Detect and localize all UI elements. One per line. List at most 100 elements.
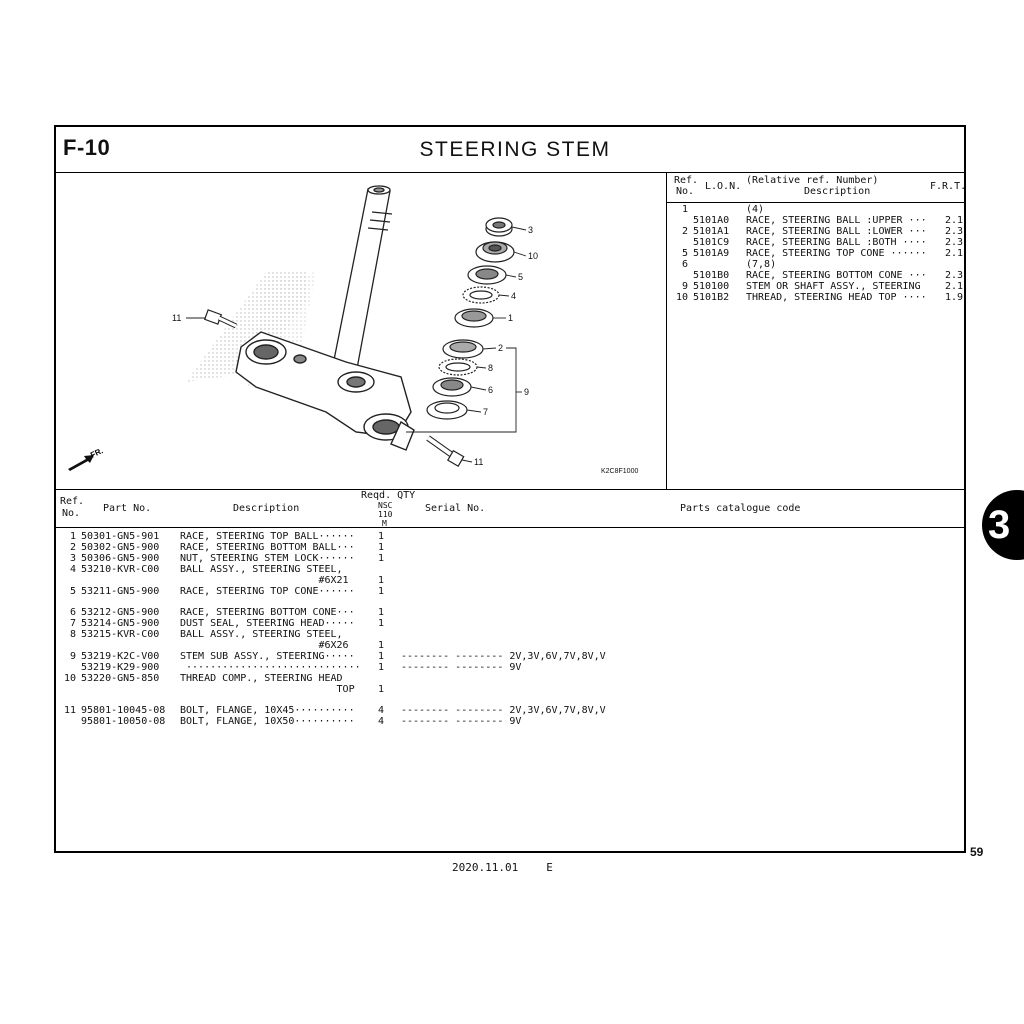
parts-cell-ref: 3	[69, 552, 76, 564]
ref-cell-ref: 9	[681, 281, 688, 292]
reference-table-header: Ref. No. L.O.N. (Relative ref. Number) D…	[667, 172, 966, 203]
ref-cell-lon: 5101C9	[693, 237, 730, 248]
parts-cell-qty: 1	[378, 618, 385, 630]
ref-col-label: Ref.	[674, 175, 699, 186]
steering-stem-drawing: FR. 3 10 5 4 1 2 8 6 9 7 11 11 K2C8F1000	[68, 185, 638, 475]
front-direction-arrow	[68, 455, 94, 471]
parts-cell-qty: 1	[378, 585, 385, 597]
callout-2: 2	[498, 343, 503, 353]
callout-10: 10	[528, 251, 538, 261]
parts-cell-qty: 1	[378, 683, 385, 695]
parts-cell-part: 50301-GN5-901	[81, 531, 160, 542]
parts-cell-desc: RACE, STEERING BOTTOM CONE···	[180, 607, 355, 619]
bottom-bridge	[235, 331, 415, 451]
ref-cell-frt: 2.3	[944, 237, 963, 248]
parts-cell-serial: -------- -------- 2V,3V,6V,7V,8V,V	[401, 650, 606, 662]
front-direction-label: FR.	[89, 446, 104, 460]
parts-cell-ref: 5	[69, 585, 76, 597]
parts-cell-part: 53220-GN5-850	[81, 672, 160, 684]
ref-cell-ref: 2	[681, 226, 688, 237]
parts-cell-ref: 2	[69, 541, 76, 553]
parts-cell-desc: THREAD COMP., STEERING HEAD	[180, 672, 343, 684]
catalogue-page-frame: F-10 STEERING STEM	[54, 125, 966, 853]
ref-cell-frt: 2.1	[944, 281, 963, 292]
parts-cell-qty: 1	[378, 541, 385, 553]
ref-cell-lon: 5101B2	[693, 292, 730, 303]
callout-5: 5	[518, 272, 523, 282]
parts-cell-qty: 1	[378, 574, 385, 586]
bolt-lower	[426, 435, 465, 468]
ref-cell-desc: RACE, STEERING BALL :UPPER ···	[746, 215, 927, 226]
leader-lines	[186, 226, 527, 463]
parts-cell-part: 53219-K2C-V00	[81, 650, 160, 662]
ref-cell-frt: 2.3	[944, 226, 963, 237]
callout-numbers: 3 10 5 4 1 2 8 6 9 7 11 11	[172, 225, 538, 467]
parts-cell-qty: 1	[378, 607, 385, 619]
parts-cell-ref: 10	[63, 672, 76, 684]
lon-col-label: L.O.N.	[705, 181, 742, 192]
relative-ref-label: (Relative ref. Number)	[746, 175, 879, 186]
model-label-2: 110	[378, 510, 393, 519]
parts-cell-desc: BALL ASSY., STEERING STEEL,	[180, 563, 343, 575]
parts-cell-desc: RACE, STEERING TOP BALL······	[180, 531, 355, 542]
footer-date: 2020.11.01	[452, 861, 519, 874]
callout-7: 7	[483, 407, 488, 417]
ref-cell-desc: THREAD, STEERING HEAD TOP ····	[746, 292, 927, 303]
race-bottom-ball	[442, 339, 484, 359]
parts-cell-serial: -------- -------- 2V,3V,6V,7V,8V,V	[401, 705, 606, 717]
page-footer: 2020.11.01 E	[452, 861, 553, 874]
chapter-tab[interactable]: 3	[982, 490, 1024, 560]
ref-cell-lon: 5101A1	[693, 226, 730, 237]
reference-row: 2 5101A1 RACE, STEERING BALL :LOWER ··· 2.3	[667, 226, 966, 237]
parts-cell-part: 50306-GN5-900	[81, 552, 160, 564]
model-label-1: NSC	[378, 501, 393, 510]
parts-cell-part: 95801-10050-08	[81, 716, 166, 728]
callout-8: 8	[488, 363, 493, 373]
part-number-label: Part No.	[103, 503, 152, 514]
parts-cell-part: 53215-KVR-C00	[81, 629, 160, 641]
footer-language-code: E	[546, 861, 553, 874]
ref-cell-ref: 6	[681, 259, 688, 270]
dust-seal	[426, 400, 468, 420]
parts-cell-ref: 4	[69, 563, 76, 575]
parts-cell-ref: 7	[69, 618, 76, 630]
table-row: 10 53220-GN5-850 THREAD COMP., STEERING HE…	[56, 673, 956, 684]
parts-cell-desc: NUT, STEERING STEM LOCK······	[180, 552, 355, 564]
callout-11-upper: 11	[172, 313, 181, 323]
parts-cell-ref: 1	[69, 531, 76, 542]
page-title: STEERING STEM	[419, 138, 611, 161]
parts-cell-part: 53210-KVR-C00	[81, 563, 160, 575]
parts-cell-serial: -------- -------- 9V	[401, 661, 522, 673]
thread-head-top	[475, 241, 515, 263]
parts-cell-qty: 1	[378, 531, 385, 542]
race-top-cone	[467, 265, 507, 285]
parts-cell-part: 53214-GN5-900	[81, 618, 160, 630]
table-row: 6 53212-GN5-900 RACE, STEERING BOTTOM CONE…	[56, 607, 956, 618]
parts-cell-part: 53212-GN5-900	[81, 607, 160, 619]
stem-shaft	[331, 185, 393, 375]
ref-cell-frt: 2.3	[944, 270, 963, 281]
parts-cell-qty: 4	[378, 716, 385, 728]
ref-cell-desc: RACE, STEERING BALL :LOWER ···	[746, 226, 927, 237]
parts-cell-desc: BOLT, FLANGE, 10X45··········	[180, 705, 355, 717]
parts-cell-part: 53219-K29-900	[81, 661, 160, 673]
parts-cell-desc: TOP	[180, 683, 355, 695]
page-number: 59	[970, 845, 984, 859]
serial-number-label: Serial No.	[425, 503, 486, 514]
stem-lock-nut	[485, 217, 513, 237]
frt-col-label: F.R.T.	[930, 181, 967, 192]
table-row: 3 50306-GN5-900 NUT, STEERING STEM LOCK···…	[56, 553, 956, 564]
parts-cell-ref: 6	[69, 607, 76, 619]
list-ref-label: Ref.	[60, 496, 85, 507]
